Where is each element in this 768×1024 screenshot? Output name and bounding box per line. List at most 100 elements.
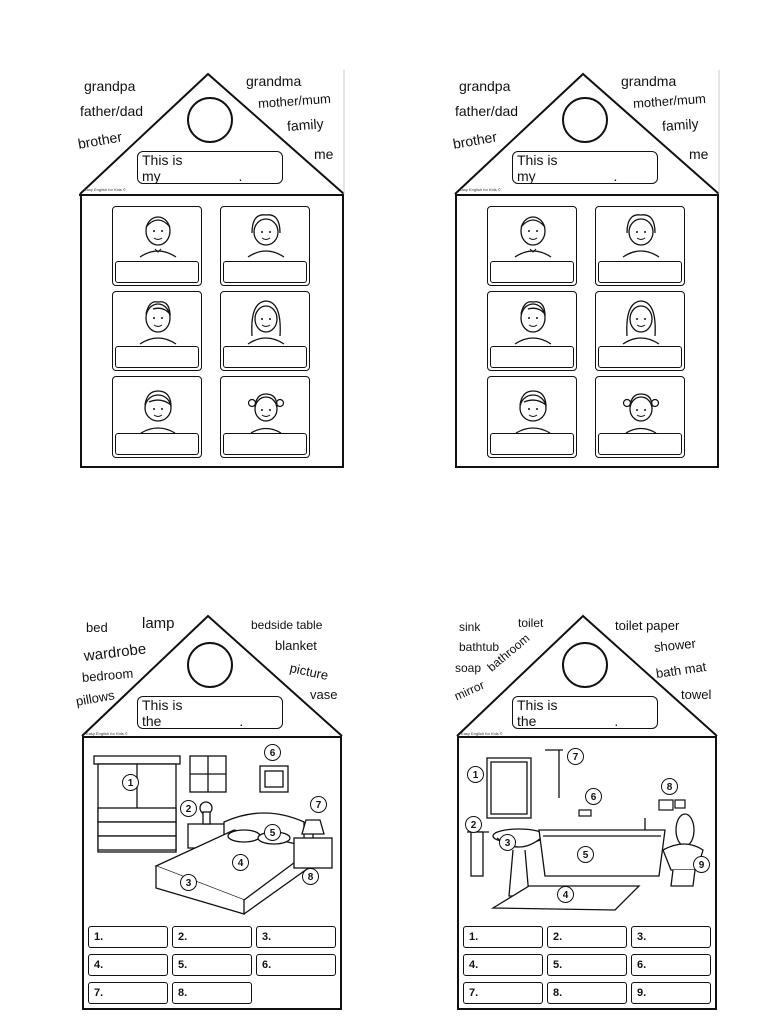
drawing-circle[interactable] [187,97,233,143]
marker-5: 5 [264,824,281,841]
name-write-box[interactable] [598,346,682,368]
answer-box-5[interactable]: 5. [172,954,252,976]
drawing-circle[interactable] [562,642,608,688]
credit-text: Easy English for Kids © [84,187,126,192]
name-write-box[interactable] [223,433,307,455]
answer-box-5[interactable]: 5. [547,954,627,976]
sentence-box[interactable]: This is the__________. [512,696,658,729]
marker-7: 7 [310,796,327,813]
towel-drawing [467,831,489,877]
marker-6: 6 [264,744,281,761]
name-write-box[interactable] [115,261,199,283]
answer-box-7[interactable]: 7. [88,982,168,1004]
answer-box-1[interactable]: 1. [88,926,168,948]
answer-box-4[interactable]: 4. [88,954,168,976]
answer-box-6[interactable]: 6. [256,954,336,976]
bathtub-drawing [538,818,666,877]
house-body [80,194,344,468]
answer-box-7[interactable]: 7. [463,982,543,1004]
marker-4: 4 [557,886,574,903]
portrait-card-father [112,291,202,371]
word-toilet: toilet [518,616,544,630]
word-grandma: grandma [621,73,677,89]
name-write-box[interactable] [223,261,307,283]
portrait-card-grandpa [487,206,577,286]
sentence-box[interactable]: This is my__________. [512,151,658,184]
portrait-card-mother [220,291,310,371]
bedroom-worksheet: bed lamp bedside table wardrobe blanket … [74,612,350,1012]
grandpa-portrait-icon [139,216,177,258]
bedside-table-right-drawing [293,819,333,869]
answer-box-2[interactable]: 2. [547,926,627,948]
bedroom-scene-illustration [93,755,333,915]
word-family: family [661,115,700,134]
girl-portrait-icon [247,393,285,434]
answer-box-6[interactable]: 6. [631,954,711,976]
portrait-card-boy [487,376,577,458]
answer-box-8[interactable]: 8. [547,982,627,1004]
marker-4: 4 [232,854,249,871]
name-write-box[interactable] [115,433,199,455]
house-roof-outline [454,70,720,195]
grandpa-portrait-icon [514,216,552,258]
word-blanket: blanket [275,638,317,653]
toilet-paper-drawing [658,799,686,811]
house-body: 1 2 3 4 5 6 7 8 9 1. 2. 3. 4. 5. 6. 7. 8… [457,736,717,1010]
word-vase: vase [310,687,338,702]
sentence-box[interactable]: This is my__________. [137,151,283,184]
word-bed: bed [86,620,108,635]
word-me: me [689,146,709,162]
father-portrait-icon [514,301,552,345]
word-towel: towel [681,687,712,702]
name-write-box[interactable] [490,433,574,455]
word-bathtub: bathtub [459,640,500,654]
name-write-box[interactable] [598,261,682,283]
marker-8: 8 [661,778,678,795]
answer-box-8[interactable]: 8. [172,982,252,1004]
soap-drawing [578,809,592,817]
shower-drawing [545,749,563,798]
name-write-box[interactable] [490,261,574,283]
picture-frame-drawing [259,765,289,793]
marker-1: 1 [122,774,139,791]
house-body [455,194,719,468]
word-me: me [314,146,334,162]
word-grandpa: grandpa [84,78,136,94]
portrait-card-grandpa [112,206,202,286]
word-grandma: grandma [246,73,302,89]
sentence-box[interactable]: This is the__________. [137,696,283,729]
marker-8: 8 [302,868,319,885]
family-worksheet-1: grandpa grandma father/dad mother/mum br… [74,70,350,480]
answer-box-9[interactable]: 9. [631,982,711,1004]
credit-text: Easy English for Kids © [86,731,128,736]
marker-3: 3 [180,874,197,891]
word-lamp: lamp [142,615,175,632]
name-write-box[interactable] [490,346,574,368]
marker-7: 7 [567,748,584,765]
name-write-box[interactable] [598,433,682,455]
mother-portrait-icon [247,300,285,345]
word-bedside-table: bedside table [251,618,323,632]
word-father-dad: father/dad [455,103,519,119]
answer-box-4[interactable]: 4. [463,954,543,976]
name-write-box[interactable] [115,346,199,368]
house-body: 1 2 3 4 5 6 7 8 1. 2. 3. 4. 5. 6. 7. 8. [82,736,342,1010]
portrait-card-girl [220,376,310,458]
drawing-circle[interactable] [562,97,608,143]
word-grandpa: grandpa [459,78,511,94]
answer-box-3[interactable]: 3. [256,926,336,948]
credit-text: Easy English for Kids © [459,187,501,192]
portrait-card-boy [112,376,202,458]
portrait-card-grandma [220,206,310,286]
mirror-drawing [486,757,532,819]
answer-box-2[interactable]: 2. [172,926,252,948]
answer-box-3[interactable]: 3. [631,926,711,948]
girl-portrait-icon [622,393,660,434]
house-roof-outline [456,614,718,737]
name-write-box[interactable] [223,346,307,368]
drawing-circle[interactable] [187,642,233,688]
portrait-card-girl [595,376,685,458]
word-father-dad: father/dad [80,103,144,119]
bathroom-worksheet: sink toilet toilet paper bathtub bathroo… [449,612,725,1012]
answer-box-1[interactable]: 1. [463,926,543,948]
